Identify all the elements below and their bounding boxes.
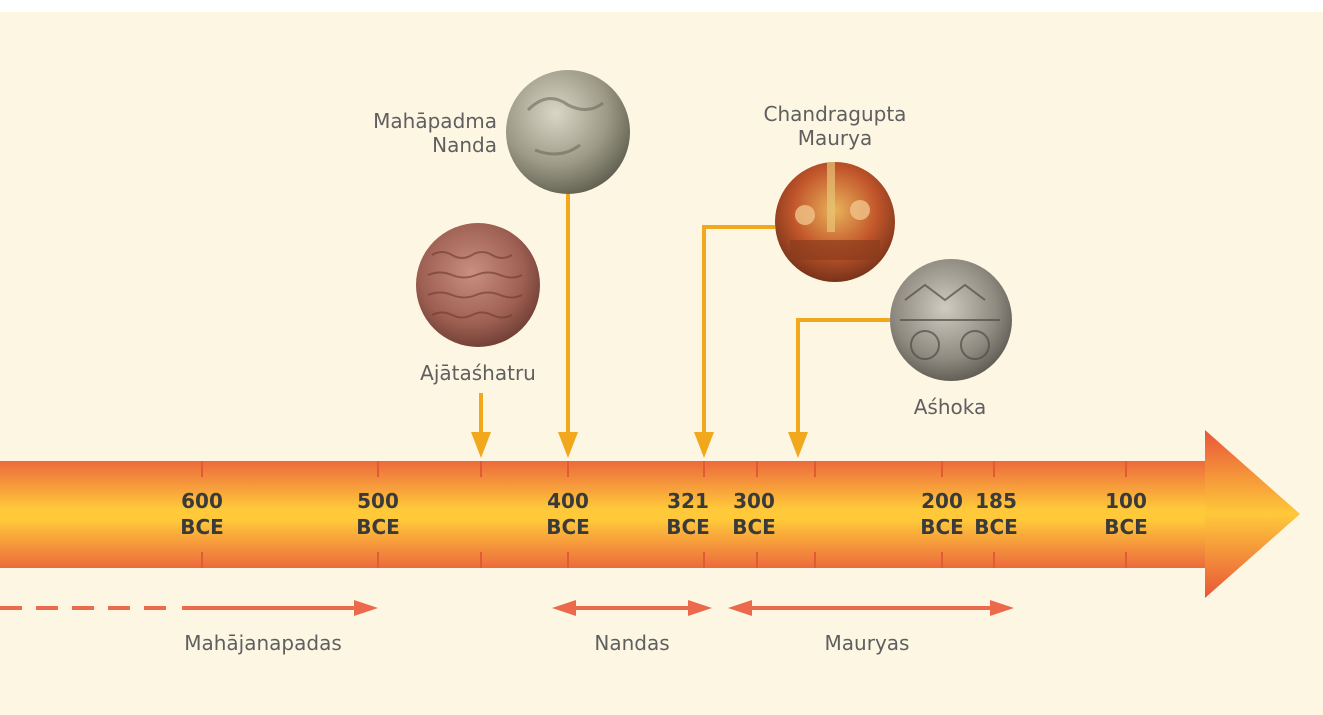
- mauryas-range-arrow: [728, 600, 1014, 616]
- ajatashatru-seal-image: [416, 223, 540, 347]
- ashoka-relief-image: [890, 259, 1012, 381]
- nandas-range-arrow: [552, 600, 712, 616]
- pointer-mahapadma: [558, 192, 578, 458]
- tick-label-100: 100 BCE: [1081, 488, 1171, 540]
- mahapadma-coin-image: [506, 70, 630, 194]
- tick-label-400: 400 BCE: [523, 488, 613, 540]
- mahajanapadas-range-arrow: [0, 600, 378, 616]
- tick-label-500: 500 BCE: [333, 488, 423, 540]
- tick-label-300: 300 BCE: [724, 488, 784, 540]
- ajatashatru-label: Ajātaśhatru: [408, 361, 548, 385]
- tick-label-321: 321 BCE: [658, 488, 718, 540]
- pointer-chandragupta: [694, 227, 775, 458]
- chandragupta-label: Chandragupta Maurya: [752, 102, 918, 150]
- tick-label-200: 200 BCE: [912, 488, 972, 540]
- mauryas-label: Mauryas: [812, 631, 922, 655]
- timeline-arrowhead: [1205, 430, 1300, 598]
- mahajanapadas-label: Mahājanapadas: [168, 631, 358, 655]
- nandas-label: Nandas: [582, 631, 682, 655]
- ashoka-label: Aśhoka: [900, 395, 1000, 419]
- tick-label-185: 185 BCE: [966, 488, 1026, 540]
- mahapadma-label: Mahāpadma Nanda: [373, 109, 497, 157]
- pointer-ashoka: [788, 320, 890, 458]
- pointer-ajatashatru: [471, 393, 491, 458]
- chandragupta-painting-image: [775, 162, 895, 282]
- tick-label-600: 600 BCE: [157, 488, 247, 540]
